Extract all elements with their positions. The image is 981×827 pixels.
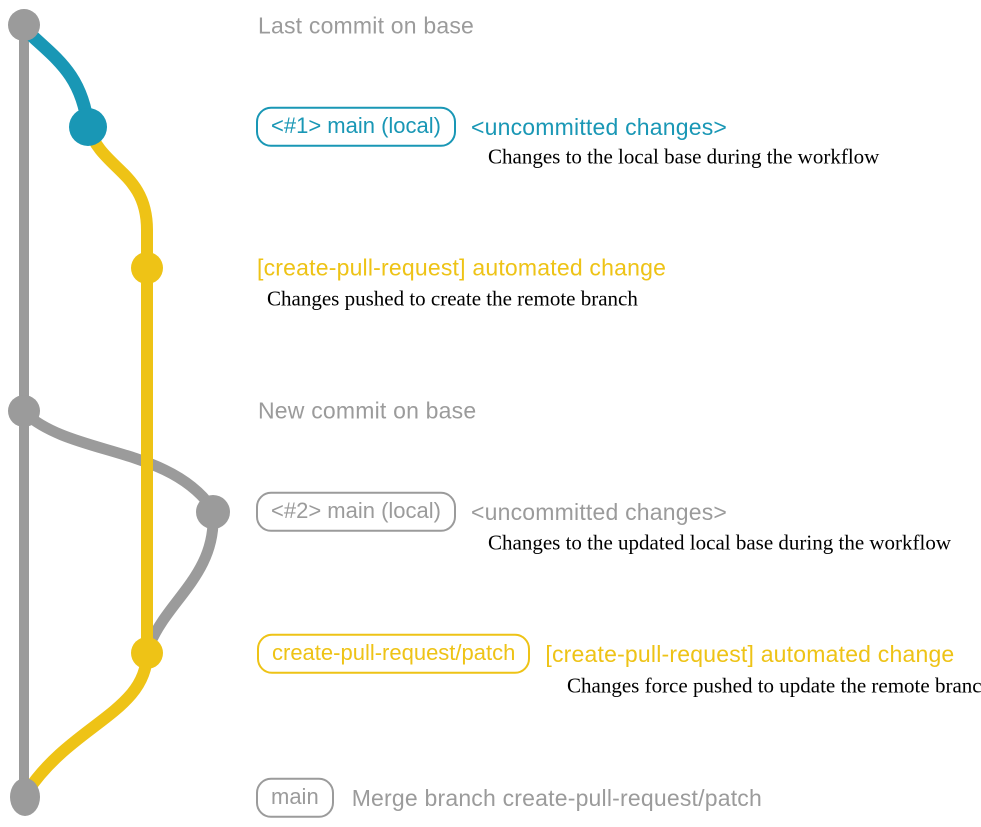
uncommitted-2-row: <#2> main (local) <uncommitted changes> — [256, 491, 728, 533]
main-badge: main — [256, 777, 334, 819]
merge-branch-label: Merge branch create-pull-request/patch — [351, 784, 763, 811]
commit-dot-merge — [10, 778, 40, 816]
commit-dot-local-main-2 — [196, 495, 230, 529]
automated-2-row: create-pull-request/patch [create-pull-r… — [257, 633, 955, 675]
commit-dot-automated-1 — [131, 252, 163, 284]
local-main2-merge-line — [144, 513, 219, 647]
uncommitted-changes-2-label: <uncommitted changes> — [470, 498, 728, 525]
new-commit-on-base-label: New commit on base — [258, 397, 477, 424]
patch-branch-badge: create-pull-request/patch — [257, 633, 531, 675]
last-commit-on-base-label: Last commit on base — [258, 12, 475, 39]
uncommitted-changes-1-label: <uncommitted changes> — [470, 113, 728, 140]
merge-row: main Merge branch create-pull-request/pa… — [256, 777, 763, 819]
main-local-2-badge: <#2> main (local) — [256, 491, 456, 533]
automated-change-2-label: [create-pull-request] automated change — [545, 640, 955, 667]
main-local-1-badge: <#1> main (local) — [256, 106, 456, 148]
git-graph — [8, 9, 230, 816]
uncommitted-1-row: <#1> main (local) <uncommitted changes> — [256, 106, 728, 148]
uncommitted-1-note: Changes to the local base during the wor… — [488, 144, 880, 169]
automated-change-1-label: [create-pull-request] automated change — [257, 254, 667, 281]
commit-dot-last-base — [8, 9, 40, 41]
automated-change-2-note: Changes force pushed to update the remot… — [567, 673, 981, 698]
local-main2-branch-out-line — [21, 408, 217, 512]
automated-change-1-note: Changes pushed to create the remote bran… — [267, 286, 638, 311]
uncommitted-2-note: Changes to the updated local base during… — [488, 530, 952, 555]
commit-dot-automated-2 — [131, 637, 163, 669]
commit-dot-local-main-1 — [69, 108, 107, 146]
commit-dot-new-base — [8, 395, 40, 427]
